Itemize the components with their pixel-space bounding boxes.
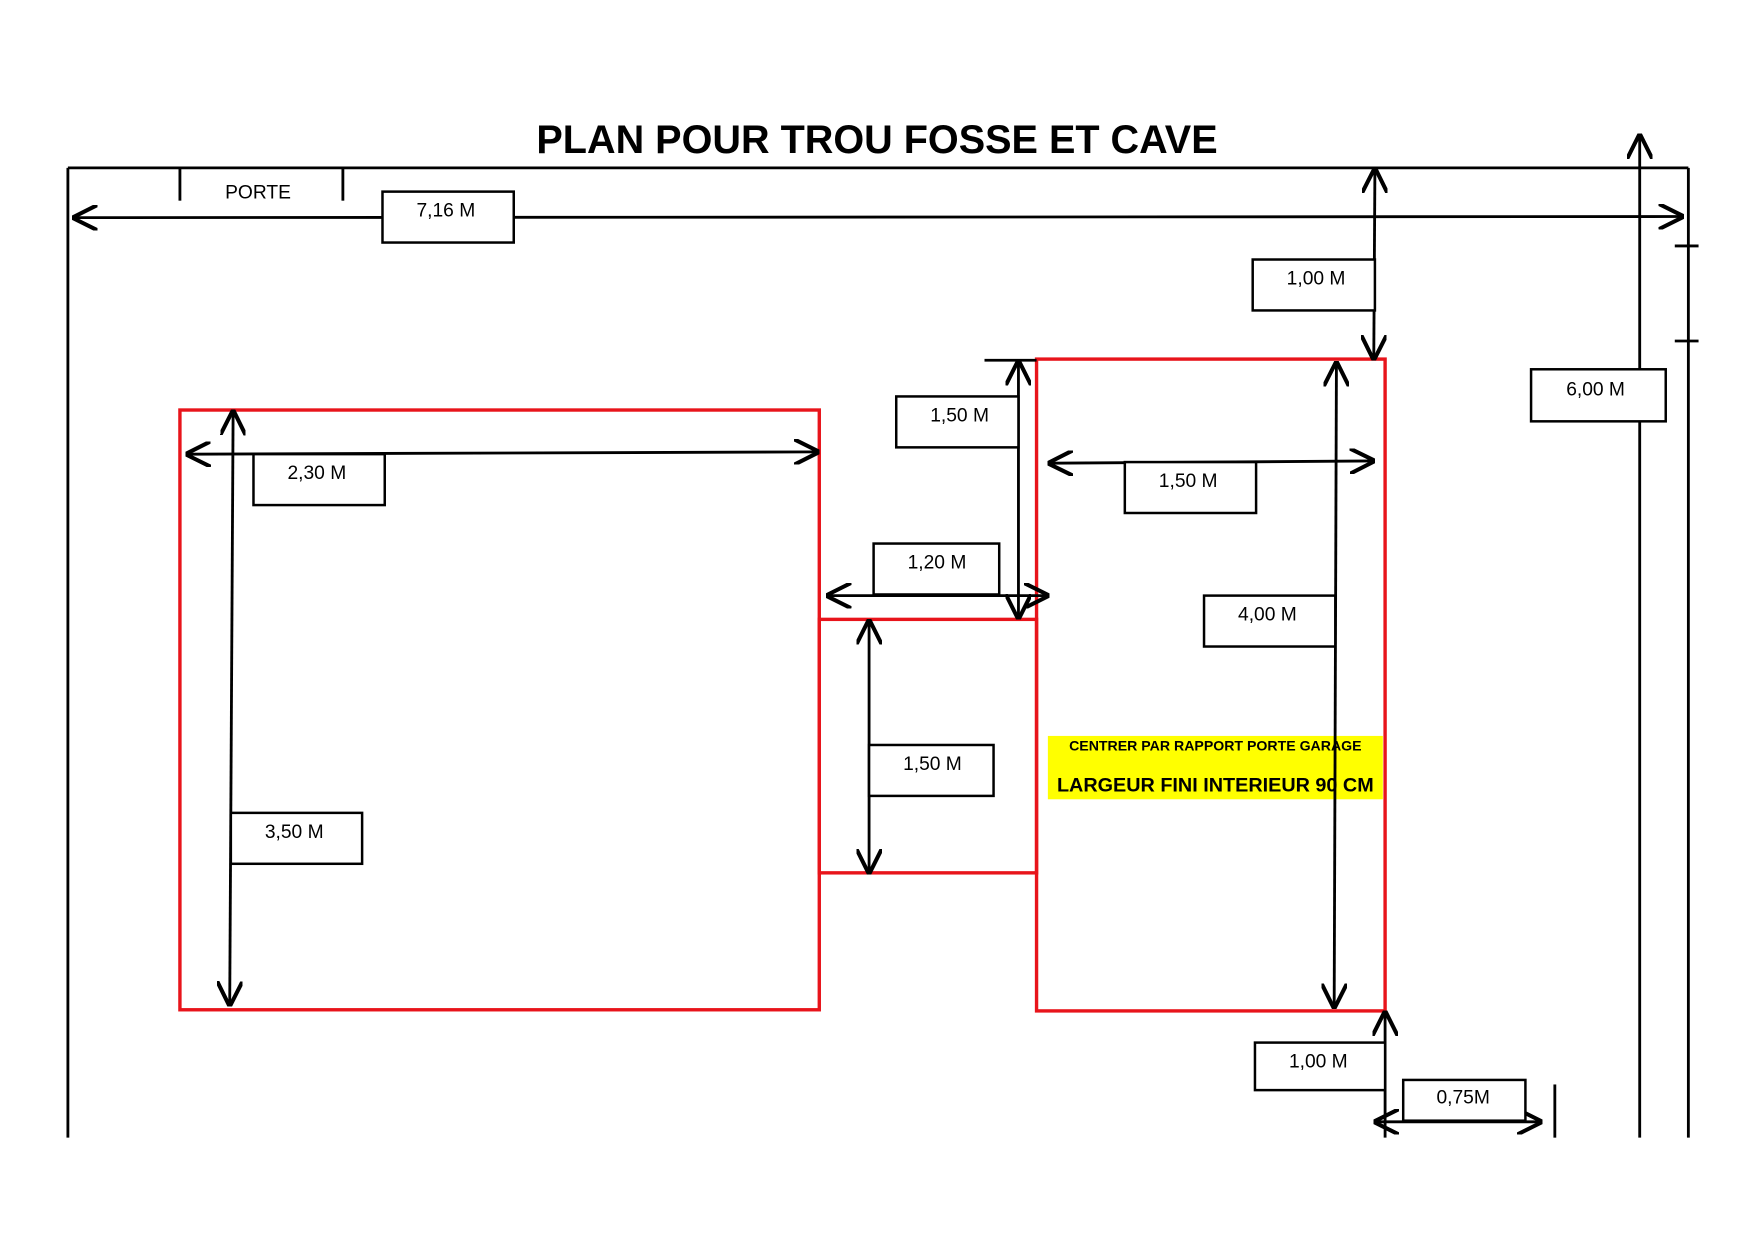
dim-link-offset: 1,50 M [894, 395, 1020, 449]
door-label: PORTE [225, 182, 291, 203]
svg-text:7,16 M: 7,16 M [416, 201, 475, 222]
svg-text:3,50 M: 3,50 M [265, 822, 324, 843]
cave-outline [1034, 357, 1387, 1013]
dim-link-width: 1,20 M [872, 542, 1001, 596]
dim-total-width: 7,16 M [381, 190, 515, 244]
dim-link-length: 1,50 M [867, 743, 995, 798]
dim-bottom-offset: 1,00 M [1253, 1041, 1387, 1092]
page-title: PLAN POUR TROU FOSSE ET CAVE [536, 118, 1217, 162]
dim-top-offset: 1,00 M [1251, 258, 1377, 312]
dim-side-offset: 0,75M [1401, 1078, 1527, 1122]
note-line2: LARGEUR FINI INTERIEUR 90 CM [1057, 774, 1374, 796]
dim-cave-width: 1,50 M [1123, 460, 1258, 515]
dim-cave-length: 4,00 M [1202, 594, 1337, 648]
svg-text:1,00 M: 1,00 M [1287, 268, 1346, 289]
svg-text:1,50 M: 1,50 M [930, 405, 989, 426]
svg-text:1,00 M: 1,00 M [1289, 1051, 1348, 1072]
door: PORTE [178, 168, 345, 203]
svg-text:1,20 M: 1,20 M [908, 552, 967, 573]
svg-text:1,50 M: 1,50 M [903, 754, 962, 775]
svg-text:6,00 M: 6,00 M [1566, 379, 1625, 400]
svg-text:2,30 M: 2,30 M [287, 463, 346, 484]
dim-fosse-length: 3,50 M [229, 811, 364, 866]
dim-total-depth: 6,00 M [1529, 368, 1667, 423]
svg-text:0,75M: 0,75M [1436, 1088, 1489, 1109]
svg-text:4,00 M: 4,00 M [1238, 604, 1297, 625]
outer-walls [66, 166, 1699, 1138]
note-line1: CENTRER PAR RAPPORT PORTE GARAGE [1069, 738, 1361, 754]
dimension-arrows [75, 136, 1682, 1138]
svg-text:1,50 M: 1,50 M [1159, 471, 1218, 492]
dim-fosse-width: 2,30 M [252, 452, 386, 507]
